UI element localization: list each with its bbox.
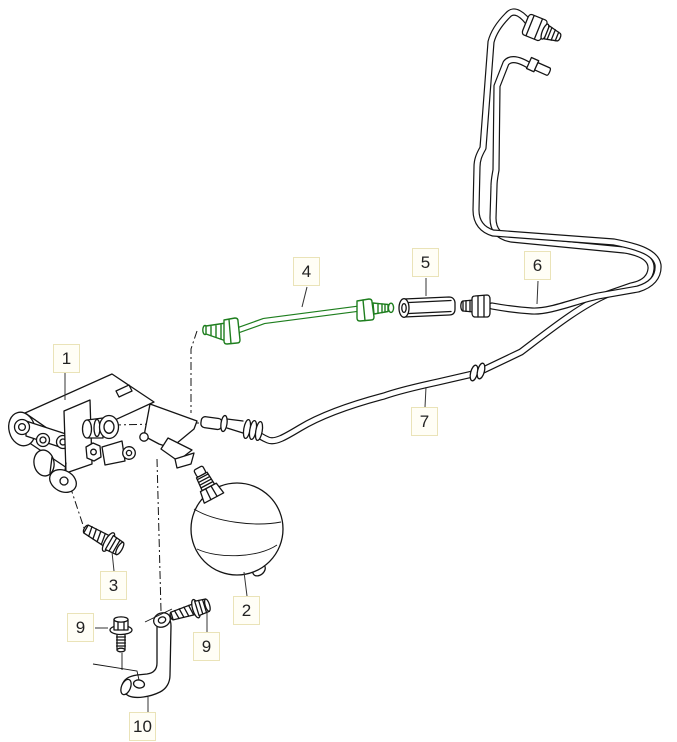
hydraulic-pipe-part6-run [476, 12, 658, 311]
callout-part-9-left[interactable]: 9 [67, 613, 94, 642]
flange-bolt-part9-left [109, 616, 133, 653]
callout-part-2[interactable]: 2 [233, 596, 260, 625]
pipe-nipple-fitting-icon [525, 56, 551, 76]
callout-part-1[interactable]: 1 [53, 344, 80, 373]
callout-part-4[interactable]: 4 [293, 257, 320, 286]
retaining-bracket-part10 [92, 608, 173, 699]
valve-block-part1 [8, 373, 198, 494]
flange-bolt-part3 [82, 524, 125, 556]
highlighted-pipe-part4 [202, 298, 395, 345]
hydraulic-pipe-part7-run [254, 60, 651, 441]
callout-part-7[interactable]: 7 [411, 407, 438, 436]
pipe-ring-connector-icon [469, 362, 486, 382]
callout-part-9-right[interactable]: 9 [193, 632, 220, 661]
sleeve-part5 [398, 296, 456, 318]
accumulator-sphere-part2 [190, 465, 284, 577]
callout-part-6[interactable]: 6 [524, 251, 551, 280]
construction-lines [69, 330, 200, 612]
part7-end-fitting-icon [200, 414, 264, 442]
part6-end-fitting-icon [460, 294, 491, 318]
callout-part-10[interactable]: 10 [129, 712, 156, 741]
callout-part-3[interactable]: 3 [100, 571, 127, 600]
flange-bolt-part9-right [169, 598, 211, 621]
pipe-union-fitting-icon [521, 13, 562, 42]
callout-leader-lines [64, 278, 539, 712]
callout-part-5[interactable]: 5 [412, 248, 439, 277]
